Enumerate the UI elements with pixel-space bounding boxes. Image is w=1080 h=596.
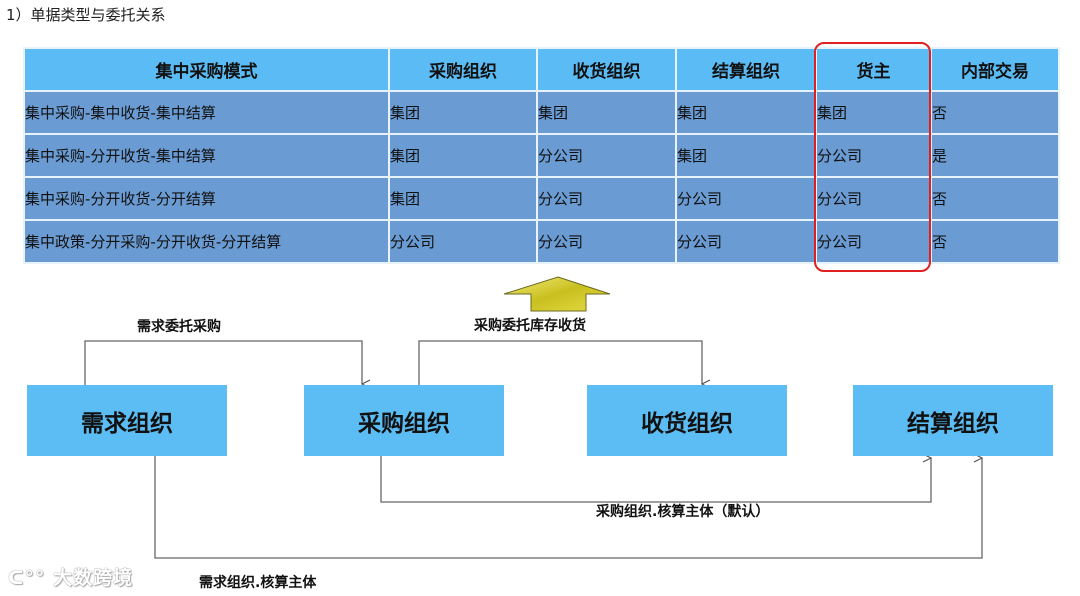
cell: 集团 bbox=[675, 133, 817, 178]
label-purchase-to-receive: 采购委托库存收货 bbox=[474, 318, 586, 334]
box-purchase-org: 采购组织 bbox=[304, 385, 504, 456]
table-row: 集中采购-分开收货-分开结算 集团 分公司 分公司 分公司 否 bbox=[23, 176, 1060, 221]
cell: 分公司 bbox=[815, 219, 932, 264]
cell: 集中采购-分开收货-集中结算 bbox=[23, 133, 390, 178]
cell: 否 bbox=[930, 176, 1060, 221]
cell: 集团 bbox=[388, 176, 538, 221]
cell: 否 bbox=[930, 90, 1060, 135]
cell: 分公司 bbox=[536, 133, 677, 178]
box-receive-org: 收货组织 bbox=[587, 385, 787, 456]
header-receive-org: 收货组织 bbox=[536, 47, 677, 92]
cell: 集中采购-集中收货-集中结算 bbox=[23, 90, 390, 135]
cell: 集中政策-分开采购-分开收货-分开结算 bbox=[23, 219, 390, 264]
section-title: 1）单据类型与委托关系 bbox=[6, 6, 166, 24]
cell: 集团 bbox=[815, 90, 932, 135]
cell: 分公司 bbox=[815, 133, 932, 178]
mode-table: 集中采购模式 采购组织 收货组织 结算组织 货主 内部交易 集中采购-集中收货-… bbox=[23, 47, 1060, 264]
cell: 分公司 bbox=[675, 176, 817, 221]
header-internal-trade: 内部交易 bbox=[930, 47, 1060, 92]
cell: 集中采购-分开收货-分开结算 bbox=[23, 176, 390, 221]
up-arrow-icon bbox=[503, 276, 611, 312]
cell: 分公司 bbox=[388, 219, 538, 264]
box-demand-org: 需求组织 bbox=[27, 385, 227, 456]
cell: 否 bbox=[930, 219, 1060, 264]
watermark-text: 大数跨境 bbox=[53, 567, 134, 589]
cell: 集团 bbox=[388, 133, 538, 178]
cell: 分公司 bbox=[536, 176, 677, 221]
label-purchase-to-settle: 采购组织.核算主体（默认） bbox=[596, 504, 770, 520]
watermark-icon: ᑕ°° bbox=[8, 567, 46, 589]
cell: 集团 bbox=[388, 90, 538, 135]
header-mode: 集中采购模式 bbox=[23, 47, 390, 92]
header-settle-org: 结算组织 bbox=[675, 47, 817, 92]
watermark-logo: ᑕ°° 大数跨境 bbox=[8, 563, 133, 590]
header-owner: 货主 bbox=[815, 47, 932, 92]
cell: 集团 bbox=[536, 90, 677, 135]
table-row: 集中采购-分开收货-集中结算 集团 分公司 集团 分公司 是 bbox=[23, 133, 1060, 178]
label-demand-to-settle: 需求组织.核算主体 bbox=[199, 575, 317, 591]
box-settle-org: 结算组织 bbox=[853, 385, 1053, 456]
cell: 分公司 bbox=[815, 176, 932, 221]
label-demand-to-purchase: 需求委托采购 bbox=[137, 319, 221, 335]
cell: 分公司 bbox=[536, 219, 677, 264]
table-row: 集中采购-集中收货-集中结算 集团 集团 集团 集团 否 bbox=[23, 90, 1060, 135]
table-row: 集中政策-分开采购-分开收货-分开结算 分公司 分公司 分公司 分公司 否 bbox=[23, 219, 1060, 264]
cell: 是 bbox=[930, 133, 1060, 178]
table-header-row: 集中采购模式 采购组织 收货组织 结算组织 货主 内部交易 bbox=[23, 47, 1060, 92]
cell: 分公司 bbox=[675, 219, 817, 264]
cell: 集团 bbox=[675, 90, 817, 135]
header-purchase-org: 采购组织 bbox=[388, 47, 538, 92]
